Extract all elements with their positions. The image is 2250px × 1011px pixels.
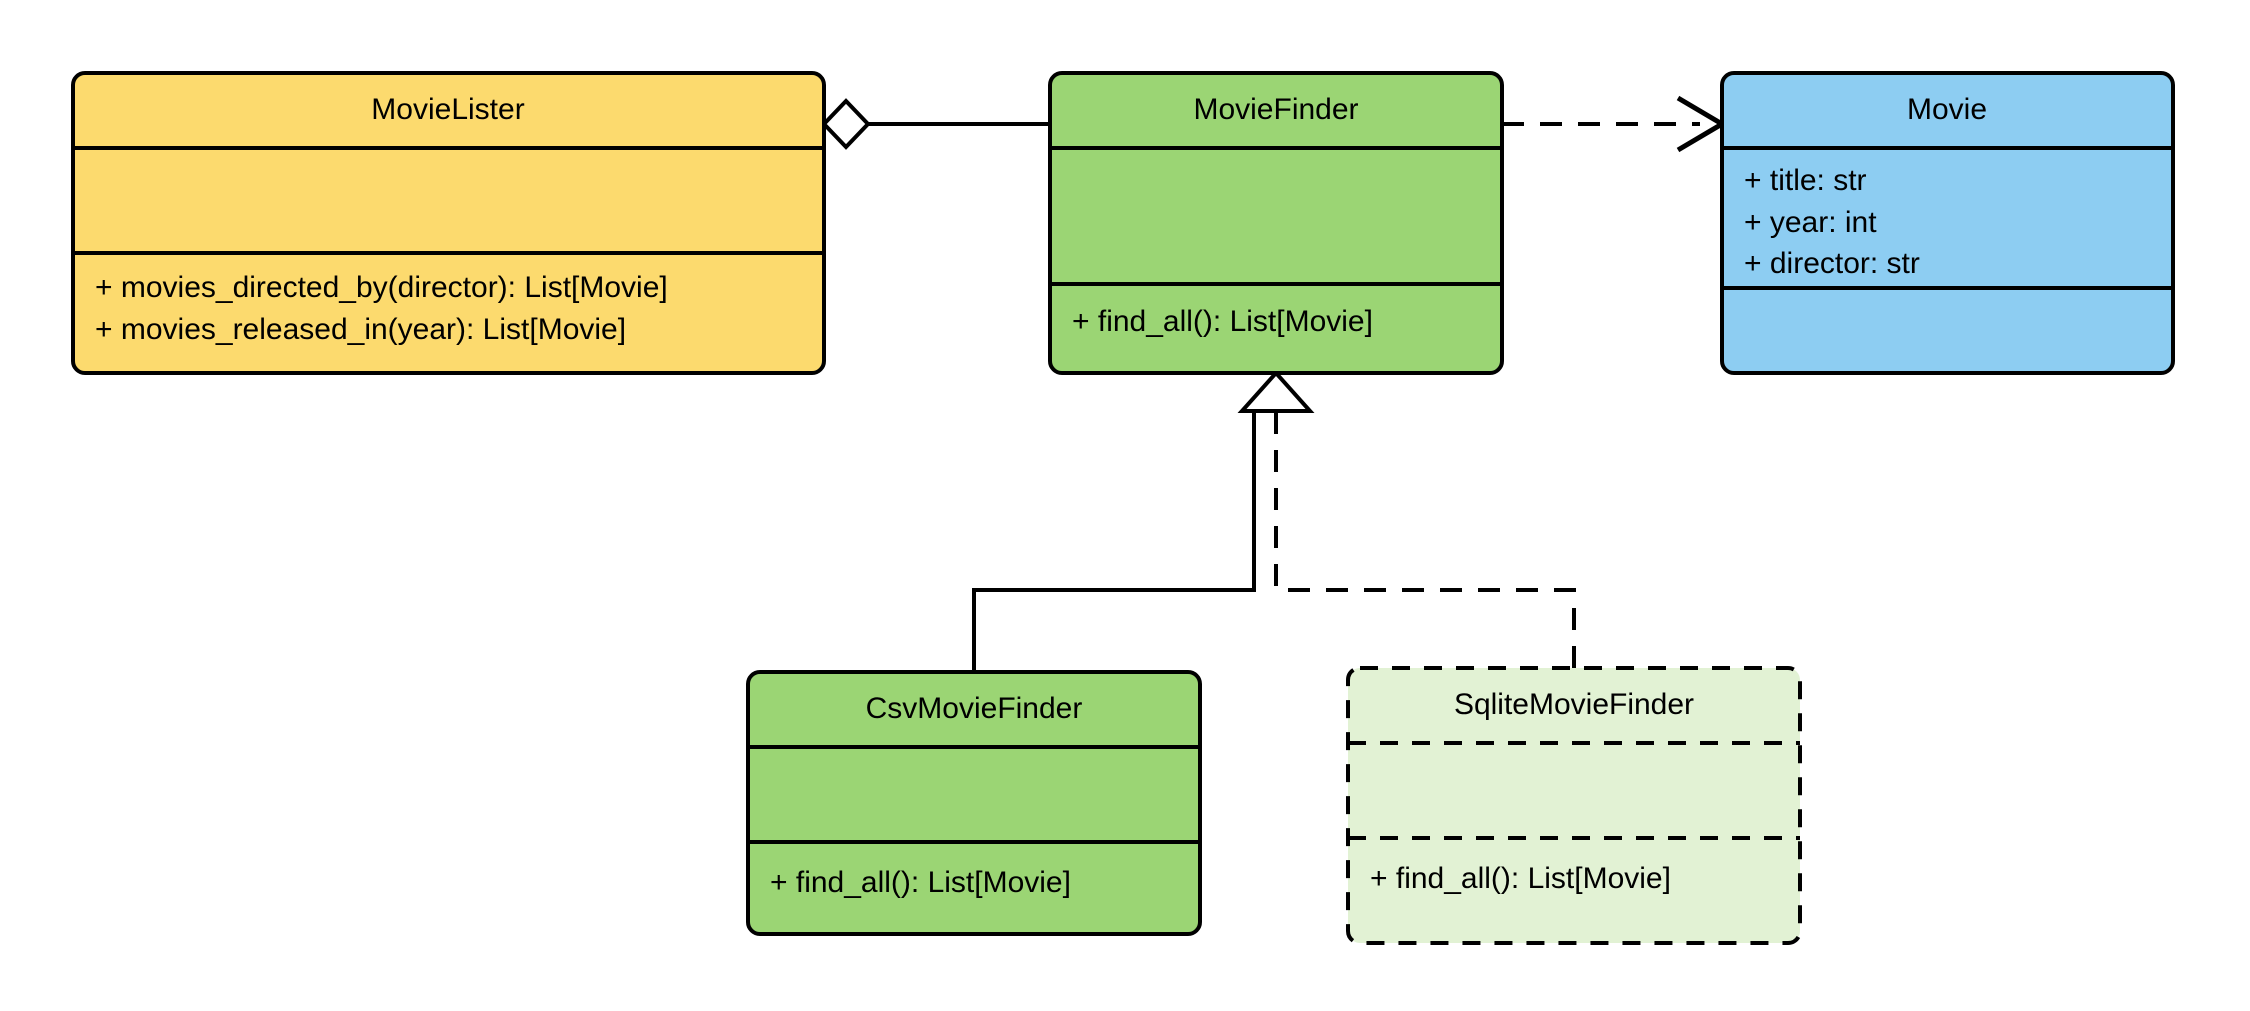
hollow-triangle-icon (1237, 370, 1315, 413)
movie-finder-method-0: + find_all(): List[Movie] (1072, 305, 1373, 338)
class-box-movie[interactable]: Movie + title: str + year: int + directo… (1720, 71, 2175, 375)
movie-title: Movie (1907, 93, 1987, 126)
generalization-triangle-group (1237, 370, 1315, 413)
csv-movie-finder-frame[interactable] (746, 670, 1202, 936)
relation-aggregation-lister-finder (821, 98, 1050, 150)
movie-lister-title: MovieLister (371, 93, 524, 126)
class-box-csv-movie-finder[interactable]: CsvMovieFinder + find_all(): List[Movie] (746, 670, 1202, 936)
movie-attribute-2: + director: str (1744, 247, 1920, 280)
csv-movie-finder-title: CsvMovieFinder (866, 692, 1083, 725)
movie-finder-title: MovieFinder (1193, 93, 1358, 126)
generalization-line-sqlite (1274, 411, 1576, 668)
movie-lister-method-0: + movies_directed_by(director): List[Mov… (95, 271, 668, 304)
class-box-movie-finder[interactable]: MovieFinder + find_all(): List[Movie] (1048, 71, 1504, 375)
generalization-line-csv (972, 411, 1256, 672)
csv-movie-finder-method-0: + find_all(): List[Movie] (770, 866, 1071, 899)
sqlite-movie-finder-method-0: + find_all(): List[Movie] (1370, 862, 1671, 895)
relation-generalization-csv-finder (972, 411, 1256, 672)
open-diamond-icon (821, 98, 871, 150)
movie-attribute-1: + year: int (1744, 206, 1877, 239)
class-box-sqlite-movie-finder[interactable]: SqliteMovieFinder + find_all(): List[Mov… (1346, 666, 1802, 945)
movie-lister-method-1: + movies_released_in(year): List[Movie] (95, 313, 626, 346)
sqlite-movie-finder-title: SqliteMovieFinder (1454, 688, 1694, 721)
sqlite-movie-finder-frame[interactable] (1346, 666, 1802, 945)
movie-attribute-0: + title: str (1744, 164, 1867, 197)
relation-dependency-finder-movie (1502, 95, 1727, 153)
class-box-movie-lister[interactable]: MovieLister + movies_directed_by(directo… (71, 71, 826, 375)
relation-generalization-sqlite-finder (1274, 411, 1576, 668)
